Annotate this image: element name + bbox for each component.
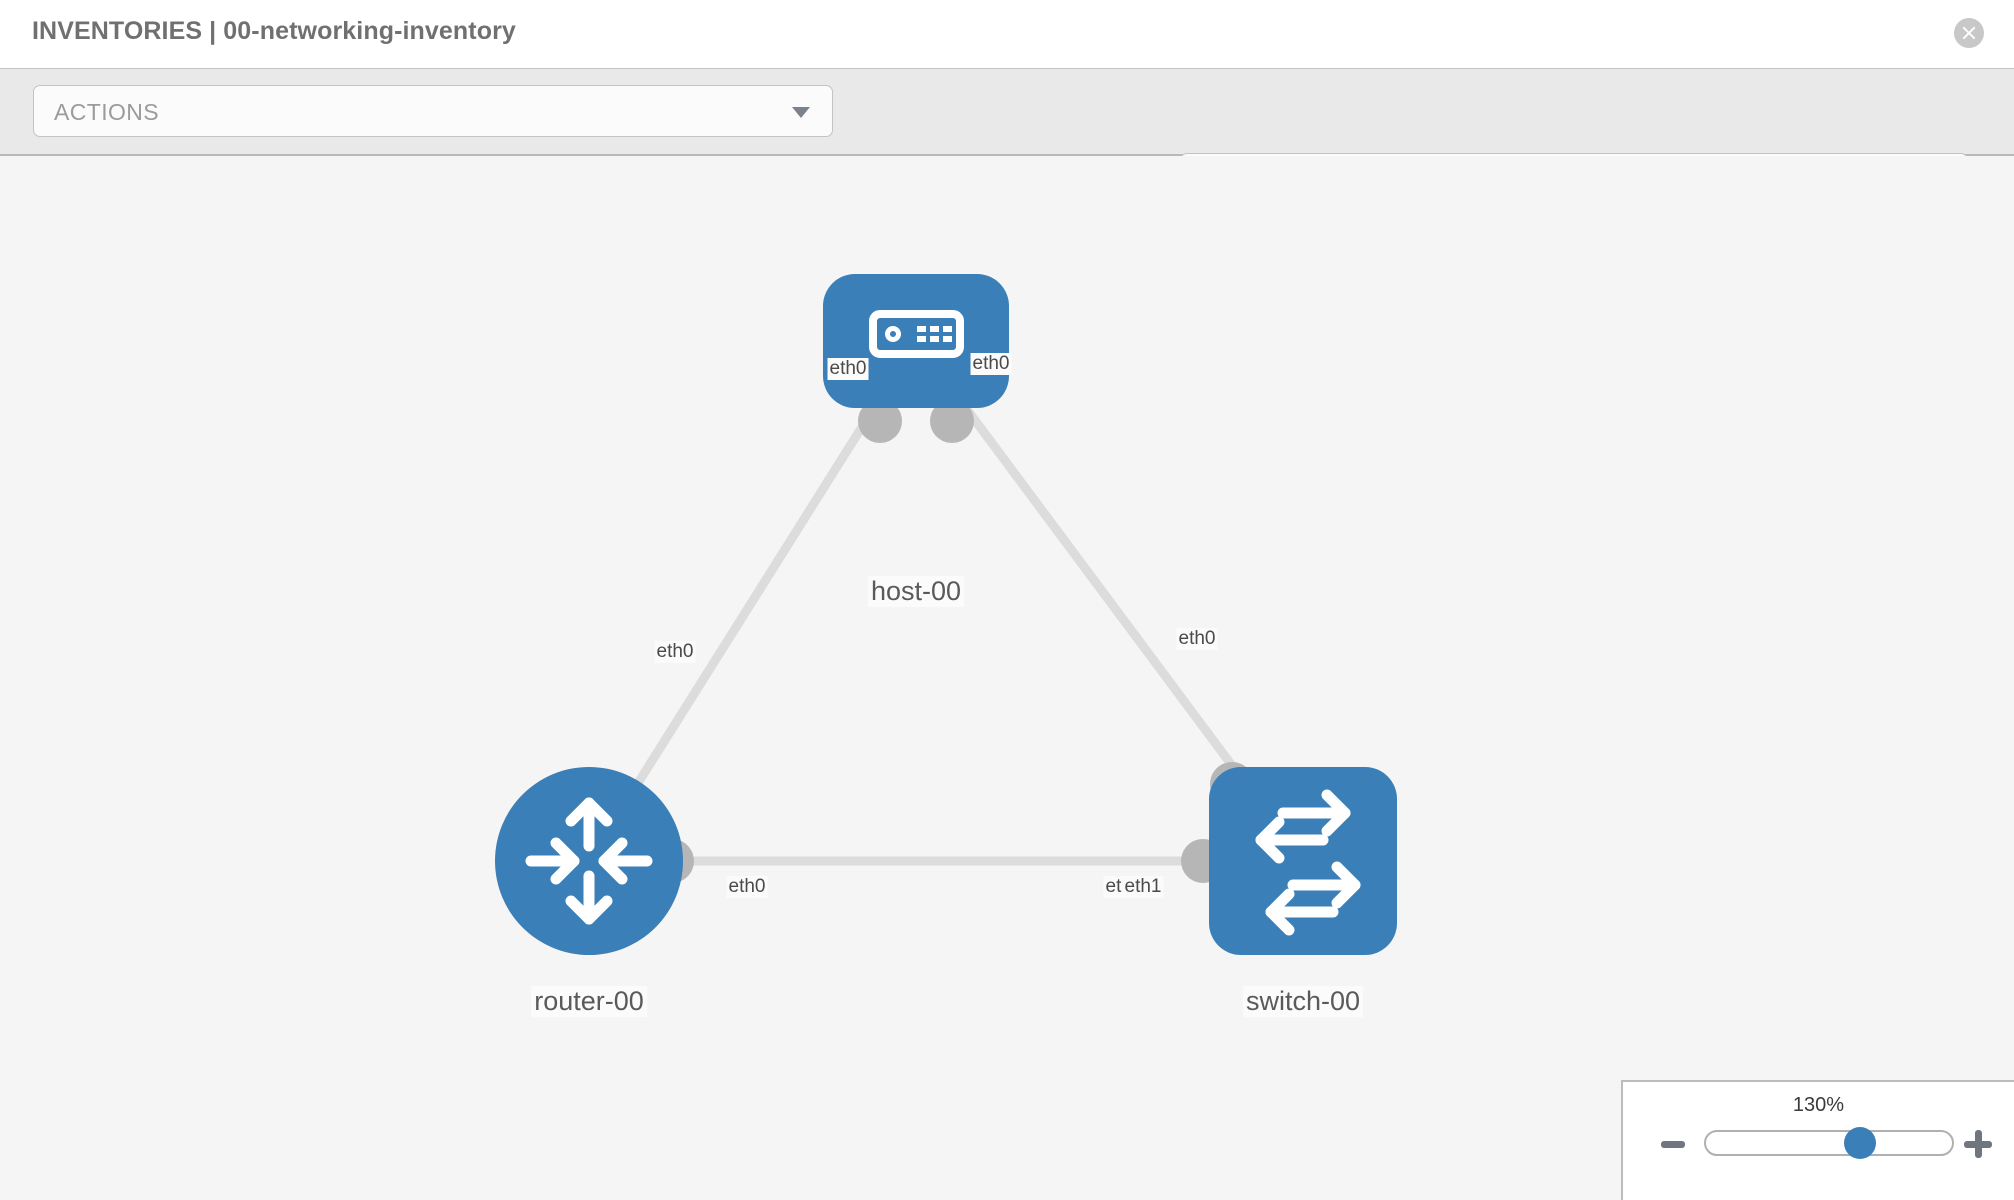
page-title: INVENTORIES | 00-networking-inventory [32, 17, 516, 45]
iface-label-switch00-eth1: eth1 [1122, 876, 1164, 898]
connector-host00-eth0-right[interactable] [930, 399, 974, 443]
zoom-control-panel: 130% [1621, 1080, 2014, 1200]
server-icon [869, 310, 964, 358]
node-switch-00[interactable] [1209, 767, 1397, 955]
router-arrows-icon [525, 797, 653, 925]
minus-icon[interactable] [1661, 1141, 1685, 1148]
iface-label-router00-eth0: eth0 [726, 876, 768, 898]
node-label-switch-00: switch-00 [1242, 986, 1364, 1017]
close-icon-glyph [1962, 26, 1976, 40]
toolbar: ACTIONS [0, 68, 2014, 205]
zoom-slider-track[interactable] [1704, 1130, 1954, 1156]
iface-label-switch00-eth0-uplink: eth0 [1176, 628, 1218, 650]
plus-icon[interactable] [1964, 1130, 1992, 1158]
zoom-percent-label: 130% [1792, 1094, 1845, 1116]
node-host-00-shape[interactable] [823, 274, 1009, 408]
node-switch-00-shape[interactable] [1209, 767, 1397, 955]
connector-host00-eth0-left[interactable] [858, 399, 902, 443]
node-label-router-00: router-00 [531, 986, 647, 1017]
switch-arrows-icon [1255, 789, 1361, 936]
chevron-down-icon [792, 107, 810, 118]
topology-connectors [650, 399, 1254, 883]
node-router-00-shape[interactable] [495, 767, 683, 955]
iface-label-router00-eth0-uplink: eth0 [654, 641, 696, 663]
node-host-00[interactable] [823, 274, 1009, 408]
actions-dropdown[interactable]: ACTIONS [33, 85, 833, 137]
topology-canvas[interactable]: host-00 router-00 switch-00 eth0 eth0 et… [0, 156, 2014, 1200]
close-icon[interactable] [1954, 18, 1984, 48]
node-router-00[interactable] [495, 767, 683, 955]
iface-label-host00-eth0-left: eth0 [827, 358, 869, 380]
topology-graph [495, 274, 1397, 955]
actions-dropdown-label: ACTIONS [54, 99, 160, 125]
page-header: INVENTORIES | 00-networking-inventory [0, 0, 2014, 68]
iface-label-host00-eth0-right: eth0 [970, 353, 1012, 375]
zoom-slider-thumb[interactable] [1844, 1127, 1876, 1159]
node-label-host-00: host-00 [867, 576, 965, 607]
